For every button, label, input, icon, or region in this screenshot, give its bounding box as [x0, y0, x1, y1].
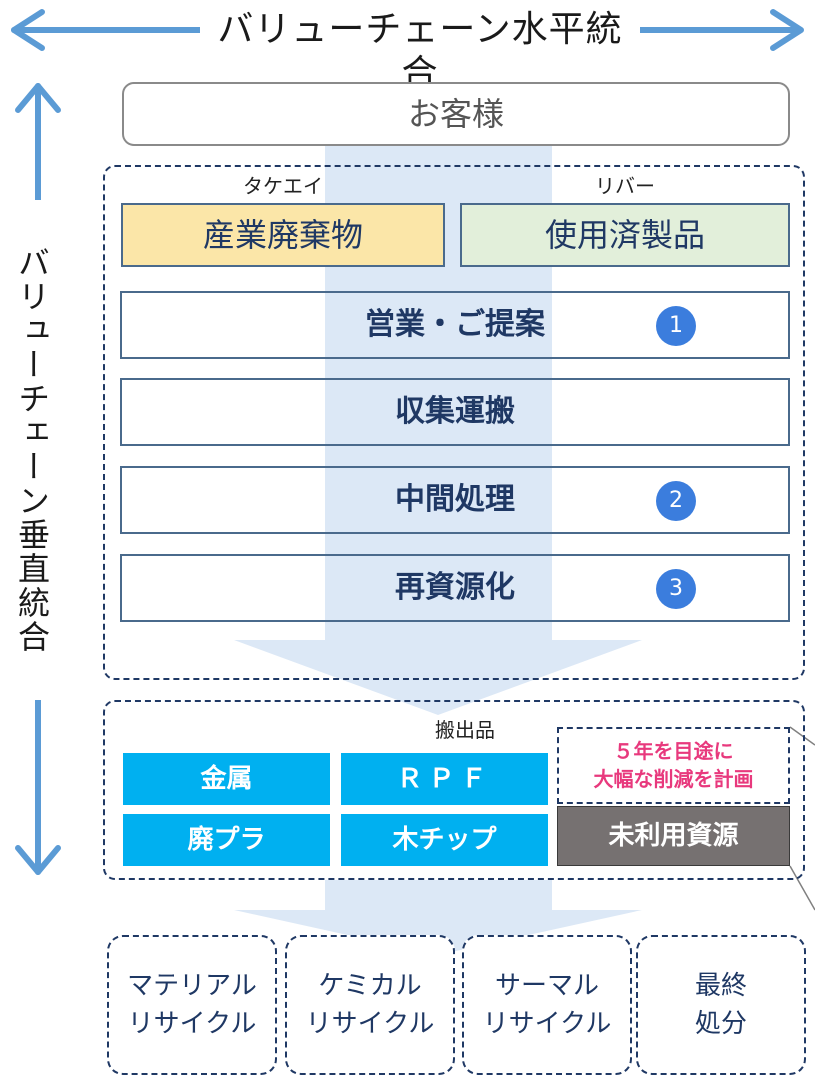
process-group: [103, 165, 805, 680]
note-line-2: 大幅な削減を計画: [593, 767, 754, 791]
source-company-river: リバー: [595, 174, 655, 198]
recycling-line-1: ケミカル: [318, 971, 422, 1001]
recycling-line-1: マテリアル: [127, 971, 257, 1001]
product-waste-plastic: 廃プラ: [123, 814, 330, 866]
industrial-waste-box: 産業廃棄物: [121, 203, 445, 267]
step-badge-2: 2: [656, 481, 696, 521]
recycling-line-2: リサイクル: [127, 1009, 257, 1039]
step-badge-1: 1: [656, 306, 696, 346]
step-label: 再資源化: [395, 570, 515, 605]
product-metal: 金属: [123, 753, 330, 805]
recycling-line-2: リサイクル: [482, 1009, 612, 1039]
reduction-plan-note: ５年を目途に 大幅な削減を計画: [557, 727, 790, 804]
outputs-label: 搬出品: [435, 718, 495, 742]
connector-line-top: [789, 726, 815, 746]
output-flow-arrow: [234, 880, 642, 955]
step-collection-transport: 収集運搬: [120, 378, 790, 446]
used-products-box: 使用済製品: [460, 203, 790, 267]
product-wood-chip: 木チップ: [341, 814, 548, 866]
recycling-line-2: リサイクル: [305, 1009, 435, 1039]
step-label: 営業・ご提案: [365, 307, 545, 342]
thermal-recycling-box: サーマル リサイクル: [462, 935, 632, 1075]
step-intermediate-processing: 中間処理: [120, 466, 790, 534]
vertical-integration-title: バリューチェーン垂直統合: [10, 200, 54, 700]
unused-resources-box: 未利用資源: [557, 806, 790, 866]
step-sales-proposal: 営業・ご提案: [120, 291, 790, 359]
step-recycling: 再資源化: [120, 554, 790, 622]
material-recycling-box: マテリアル リサイクル: [107, 935, 277, 1075]
recycling-line-1: サーマル: [494, 971, 599, 1001]
step-badge-3: 3: [656, 569, 696, 609]
product-rpf: ＲＰＦ: [341, 753, 548, 805]
recycling-line-1: 最終: [694, 971, 747, 1001]
note-line-1: ５年を目途に: [613, 739, 734, 763]
chemical-recycling-box: ケミカル リサイクル: [285, 935, 455, 1075]
recycling-line-2: 処分: [694, 1009, 747, 1039]
step-label: 収集運搬: [395, 394, 515, 429]
source-company-takeei: タケエイ: [243, 174, 323, 198]
outputs-group: [103, 700, 805, 880]
final-disposal-box: 最終 処分: [636, 935, 806, 1075]
horizontal-integration-title: バリューチェーン水平統合: [200, 8, 640, 94]
step-label: 中間処理: [395, 482, 515, 517]
customer-box: お客様: [122, 82, 790, 146]
